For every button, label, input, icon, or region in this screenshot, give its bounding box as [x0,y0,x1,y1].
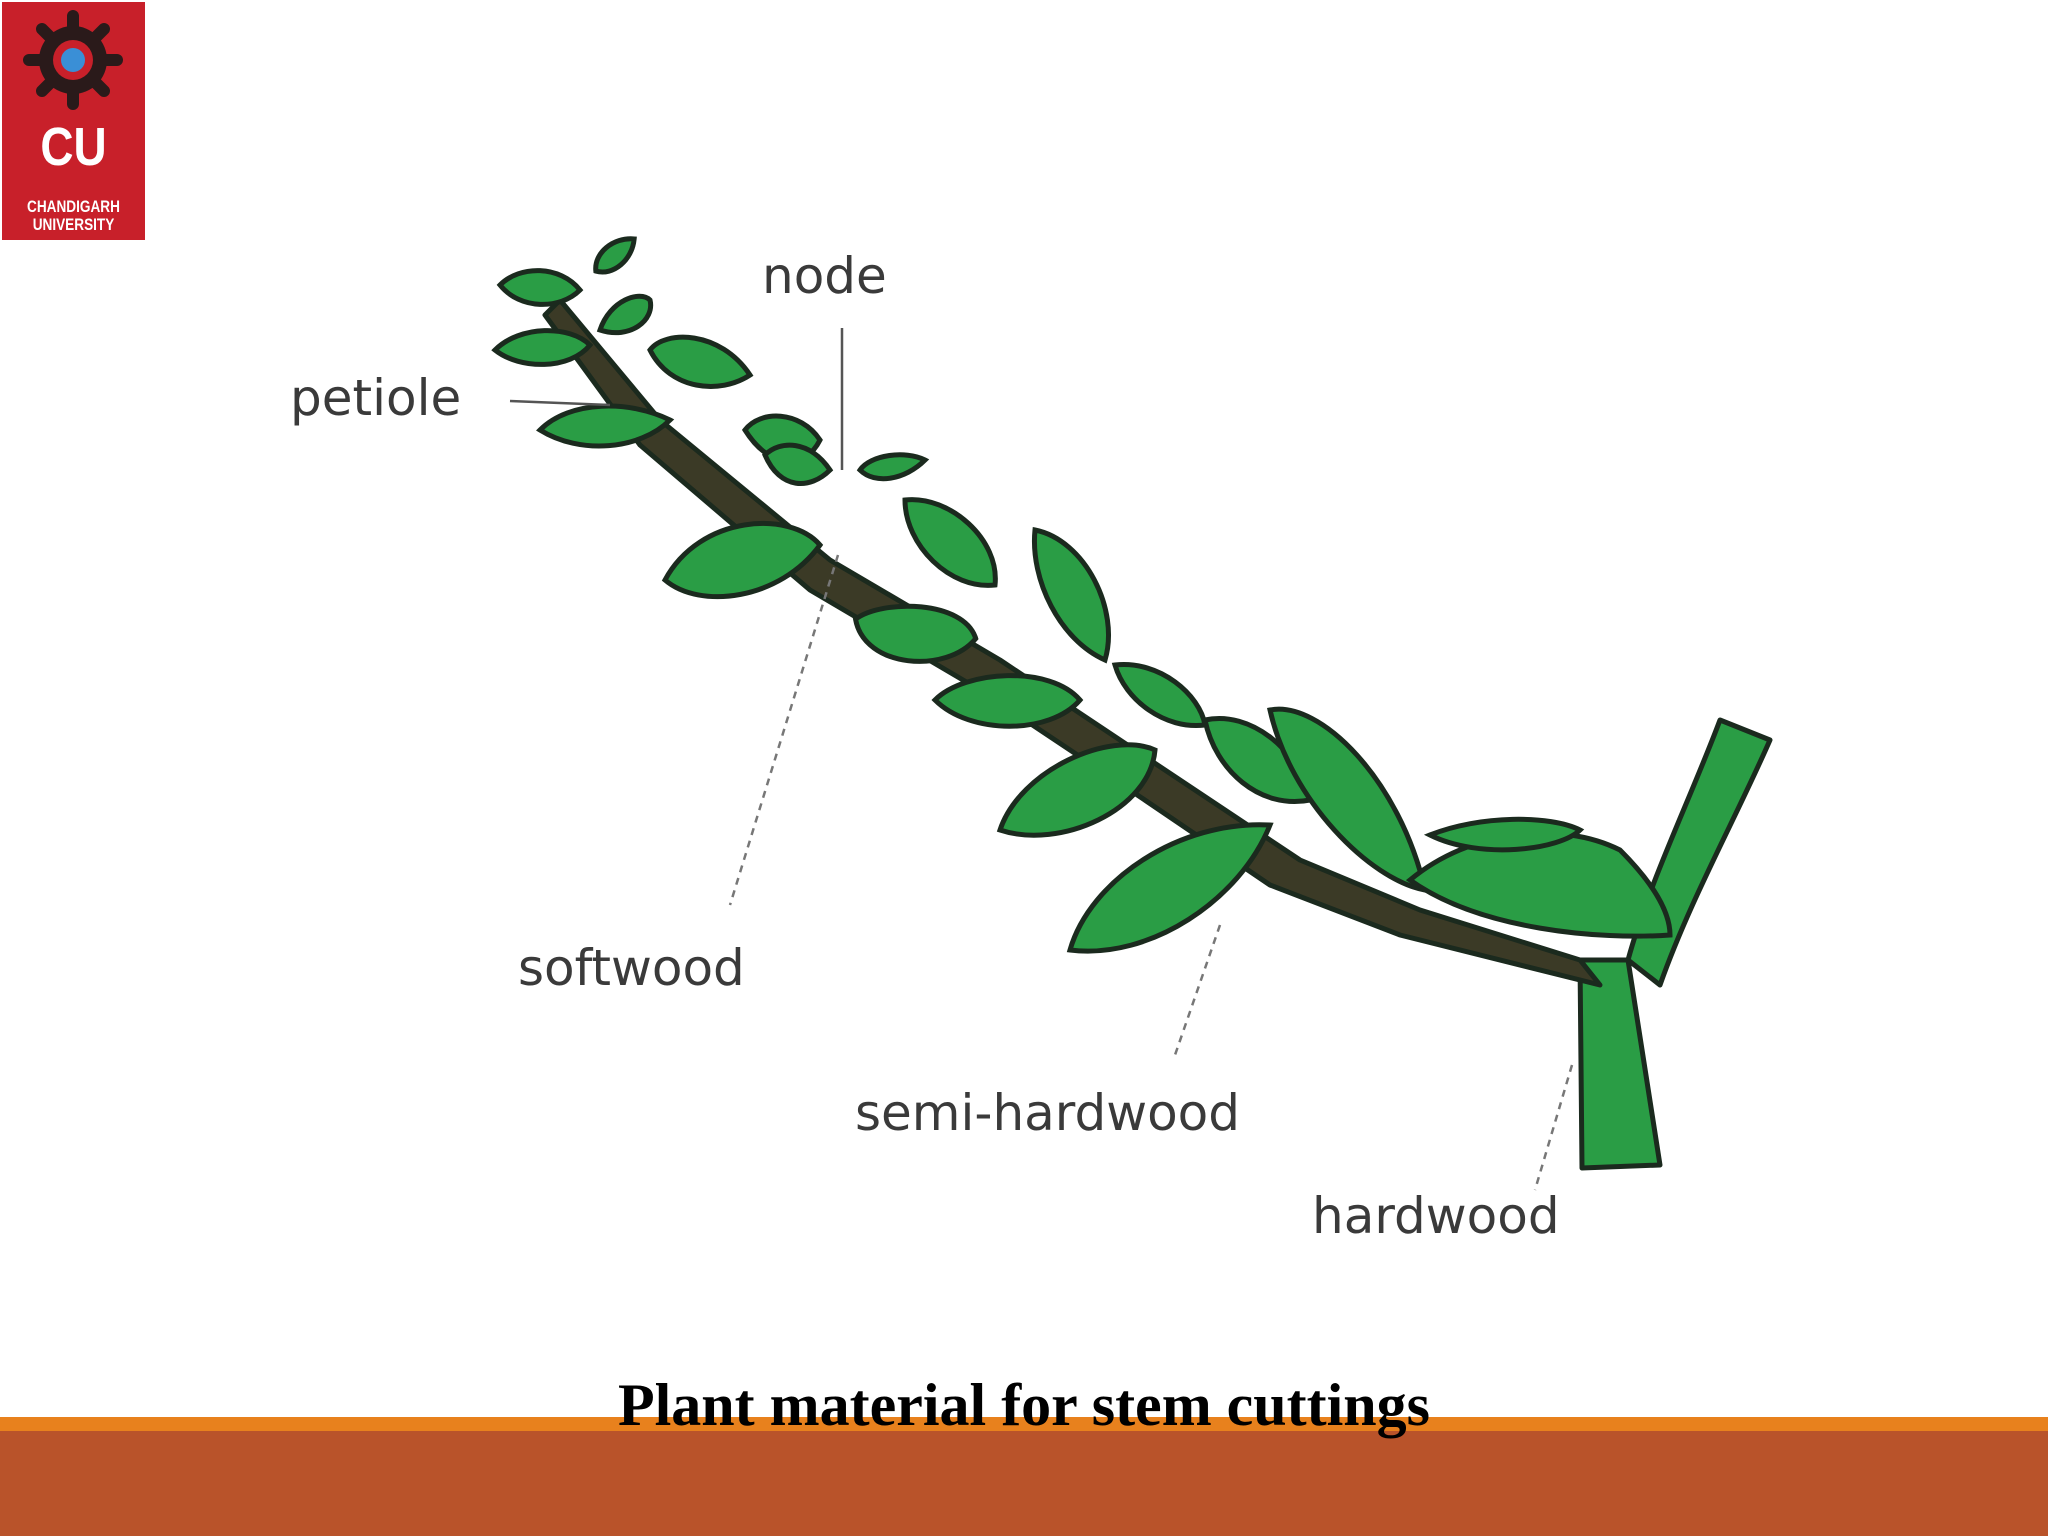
leaf [647,334,754,389]
leaf [1066,822,1274,954]
softwood-leader-line [728,554,840,906]
leaf [1031,527,1111,664]
semi-hardwood-leader-line [1173,924,1222,1056]
university-logo: CU CHANDIGARH UNIVERSITY [2,2,145,240]
label-semi-hardwood: semi-hardwood [855,1084,1241,1142]
label-softwood: softwood [518,939,745,997]
slide-title: Plant material for stem cuttings [617,1372,1431,1438]
leaf [596,293,654,336]
leaf [593,236,637,275]
leaf [931,673,1084,729]
logo-line-1: CHANDIGARH [27,197,120,216]
leaf [536,403,675,449]
leaf [762,442,834,486]
leaf [1111,662,1208,729]
hardwood-trunk [1577,957,1663,1171]
hardwood-leader-line [1533,1064,1574,1191]
label-petiole: petiole [290,369,462,427]
hardwood-branch [1625,717,1773,988]
footer-bar [0,1431,2048,1536]
petiole-leader-line [509,399,611,407]
logo-line-2: UNIVERSITY [32,215,115,234]
leaf [496,268,584,307]
leaves [491,236,1673,954]
label-node: node [762,247,887,305]
leaf [852,603,979,664]
leaf [996,742,1158,838]
logo-initials: CU [40,117,107,177]
leaf [661,520,824,600]
leaf [902,497,998,588]
label-hardwood: hardwood [1312,1187,1560,1245]
leaf [491,328,594,367]
gear-emblem-icon [23,10,123,110]
leaf [1423,816,1585,853]
leaf [856,452,930,482]
footer-accent-bar [0,1417,2048,1431]
